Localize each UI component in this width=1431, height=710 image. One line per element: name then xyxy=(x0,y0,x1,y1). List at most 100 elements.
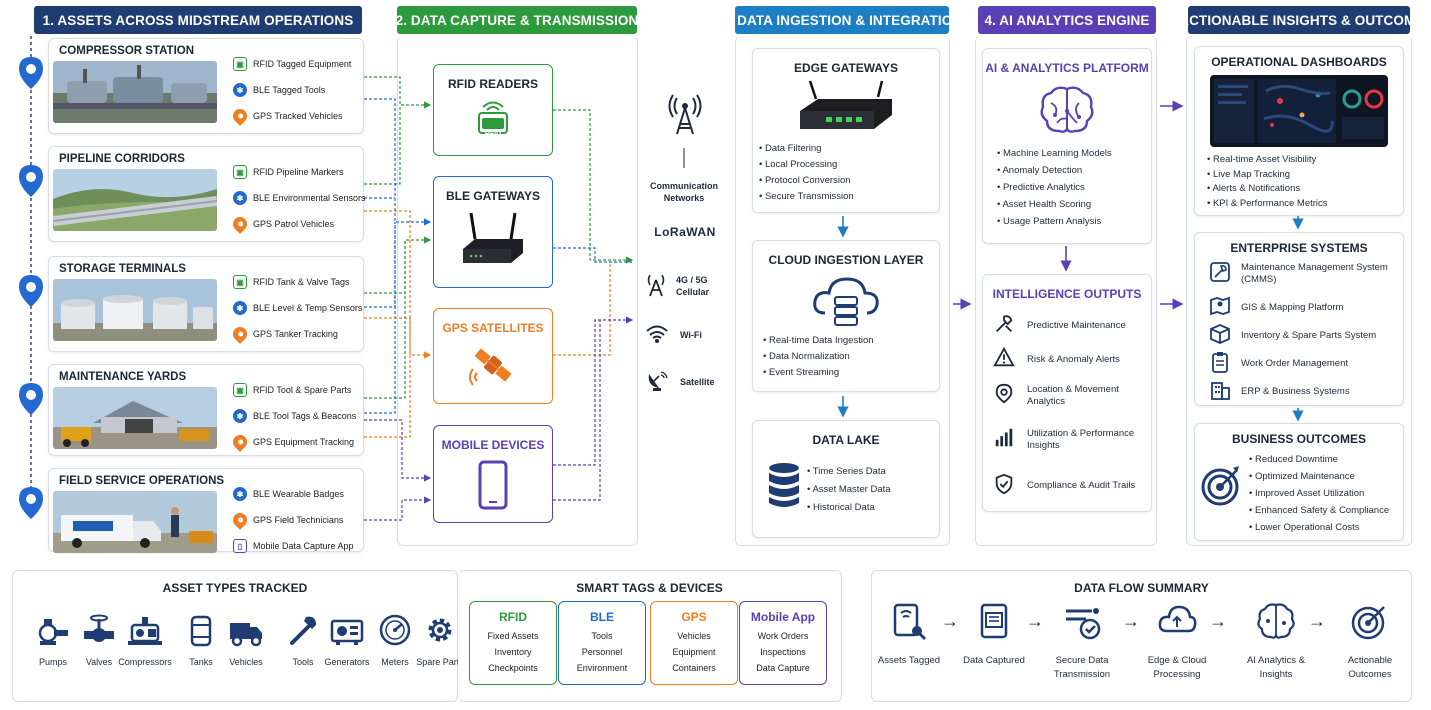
asset-tag-label: GPS Patrol Vehicles xyxy=(253,219,335,229)
flow-step: AI Analytics & Insights xyxy=(1236,601,1316,682)
gps-tag-icon xyxy=(230,214,250,234)
tools-icon xyxy=(1209,261,1231,287)
smart-tag-line: Tools xyxy=(591,631,613,641)
asset-photo xyxy=(53,491,217,553)
generator-icon xyxy=(328,611,366,657)
wifi-label: Wi-Fi xyxy=(680,330,702,340)
warning-icon xyxy=(993,346,1015,373)
asset-type-label: Generators xyxy=(324,657,370,667)
list-item: Local Processing xyxy=(759,157,939,173)
asset-tag-label: GPS Tanker Tracking xyxy=(253,329,338,339)
gps-tag-icon xyxy=(230,510,250,530)
ble-tag-icon: ✱ xyxy=(233,83,247,97)
edge-gateways-list: Data FilteringLocal ProcessingProtocol C… xyxy=(759,141,939,205)
shield-check-icon xyxy=(993,473,1015,499)
target-icon xyxy=(1350,601,1390,654)
enterprise-system-row: Work Order Management xyxy=(1209,351,1391,377)
operational-dashboards-card: OPERATIONAL DASHBOARDS Real-time Asset V… xyxy=(1194,46,1404,216)
asset-type-label: Tanks xyxy=(189,657,213,667)
asset-title: FIELD SERVICE OPERATIONS xyxy=(59,475,225,487)
flow-step: Edge & Cloud Processing xyxy=(1137,601,1217,682)
asset-title: PIPELINE CORRIDORS xyxy=(59,153,185,165)
smart-tag-title: BLE xyxy=(590,610,614,624)
brain-icon xyxy=(1040,86,1094,133)
tag-icon xyxy=(889,601,929,654)
asset-tag-row: ▣RFID Tagged Equipment xyxy=(233,57,351,71)
asset-type-label: Compressors xyxy=(118,657,172,667)
smart-tag-title: GPS xyxy=(681,610,707,624)
flow-step: Assets Tagged xyxy=(869,601,949,668)
intelligence-output-label: Compliance & Audit Trails xyxy=(1027,480,1136,491)
rfid-badge-text: RFID xyxy=(484,131,502,138)
smart-tag-line: Inspections xyxy=(760,647,806,657)
asset-type-label: Vehicles xyxy=(229,657,263,667)
intelligence-outputs-title: INTELLIGENCE OUTPUTS xyxy=(992,287,1142,301)
flow-step: Data Captured xyxy=(954,601,1034,668)
smart-tag-line: Data Capture xyxy=(756,663,810,673)
satellite-icon xyxy=(469,348,512,386)
cloud-ingestion-title: CLOUD INGESTION LAYER xyxy=(768,253,924,267)
asset-tag-row: GPS Tanker Tracking xyxy=(230,324,338,344)
asset-photo xyxy=(53,169,217,231)
asset-tag-row: GPS Field Technicians xyxy=(230,510,343,530)
intelligence-output-row: Risk & Anomaly Alerts xyxy=(993,346,1137,373)
list-item: Secure Transmission xyxy=(759,189,939,205)
mobile-devices-card: MOBILE DEVICES xyxy=(433,425,553,523)
cloud-server-icon xyxy=(813,277,879,326)
ble-tag-icon: ✱ xyxy=(233,301,247,315)
smart-tag-line: Vehicles xyxy=(677,631,711,641)
flow-arrow-icon: → xyxy=(1026,611,1044,631)
list-item: Anomaly Detection xyxy=(997,162,1151,179)
asset-tag-row: GPS Tracked Vehicles xyxy=(230,106,343,126)
header-data-capture: 2. DATA CAPTURE & TRANSMISSION xyxy=(396,6,638,34)
list-item: Improved Asset Utilization xyxy=(1249,485,1389,502)
asset-tag-label: BLE Environmental Sensors xyxy=(253,193,366,203)
cloud-ingestion-list: Real-time Data IngestionData Normalizati… xyxy=(763,333,939,381)
smart-tag-line: Environment xyxy=(576,663,628,673)
gps-tag-icon xyxy=(230,432,250,452)
wrench-icon xyxy=(284,611,322,657)
asset-tag-label: BLE Tagged Tools xyxy=(253,85,326,95)
list-item: Alerts & Notifications xyxy=(1207,182,1403,197)
cell-tower-icon xyxy=(647,274,665,297)
intelligence-output-label: Predictive Maintenance xyxy=(1027,320,1126,331)
asset-type-item: Generators xyxy=(319,611,375,667)
ble-tag-icon: ✱ xyxy=(233,487,247,501)
asset-title: COMPRESSOR STATION xyxy=(59,45,195,57)
list-item: Usage Pattern Analysis xyxy=(997,213,1151,230)
data-flow-panel: DATA FLOW SUMMARY Assets Tagged→Data Cap… xyxy=(871,570,1412,702)
asset-type-label: Spare Parts xyxy=(416,657,464,667)
rfid-tag-icon: ▣ xyxy=(233,383,247,397)
flow-step-label: AI Analytics & Insights xyxy=(1246,655,1306,680)
list-item: Lower Operational Costs xyxy=(1249,519,1389,536)
gps-tag-icon xyxy=(230,106,250,126)
list-item: KPI & Performance Metrics xyxy=(1207,197,1403,212)
location-pin-icon xyxy=(18,56,44,90)
flow-step-label: Assets Tagged xyxy=(877,655,941,666)
asset-tag-row: GPS Patrol Vehicles xyxy=(230,214,335,234)
rfid-tag-icon: ▣ xyxy=(233,165,247,179)
asset-tag-label: GPS Equipment Tracking xyxy=(253,437,355,447)
asset-type-item: Vehicles xyxy=(218,611,274,667)
smart-tag-title: Mobile App xyxy=(750,610,816,624)
intelligence-output-row: Compliance & Audit Trails xyxy=(993,473,1137,499)
asset-tag-label: BLE Tool Tags & Beacons xyxy=(253,411,357,421)
comm-networks-label: Communication Networks xyxy=(649,181,718,203)
asset-card: FIELD SERVICE OPERATIONS✱BLE Wearable Ba… xyxy=(48,468,364,553)
dashboards-list: Real-time Asset VisibilityLive Map Track… xyxy=(1207,153,1403,211)
flow-step-label: Secure Data Transmission xyxy=(1053,655,1111,680)
list-item: Reduced Downtime xyxy=(1249,451,1389,468)
mobile-devices-title: MOBILE DEVICES xyxy=(441,438,545,452)
asset-tag-row: ▣RFID Tool & Spare Parts xyxy=(233,383,351,397)
asset-type-item: Tools xyxy=(275,611,331,667)
rfid-tag-icon: ▣ xyxy=(233,275,247,289)
wrench-icon xyxy=(993,313,1015,339)
database-icon xyxy=(769,463,799,507)
asset-tag-row: ▯Mobile Data Capture App xyxy=(233,539,354,553)
list-item: Real-time Data Ingestion xyxy=(763,333,939,349)
list-item: Event Streaming xyxy=(763,365,939,381)
smart-tag-line: Equipment xyxy=(672,647,716,657)
list-item: Machine Learning Models xyxy=(997,145,1151,162)
